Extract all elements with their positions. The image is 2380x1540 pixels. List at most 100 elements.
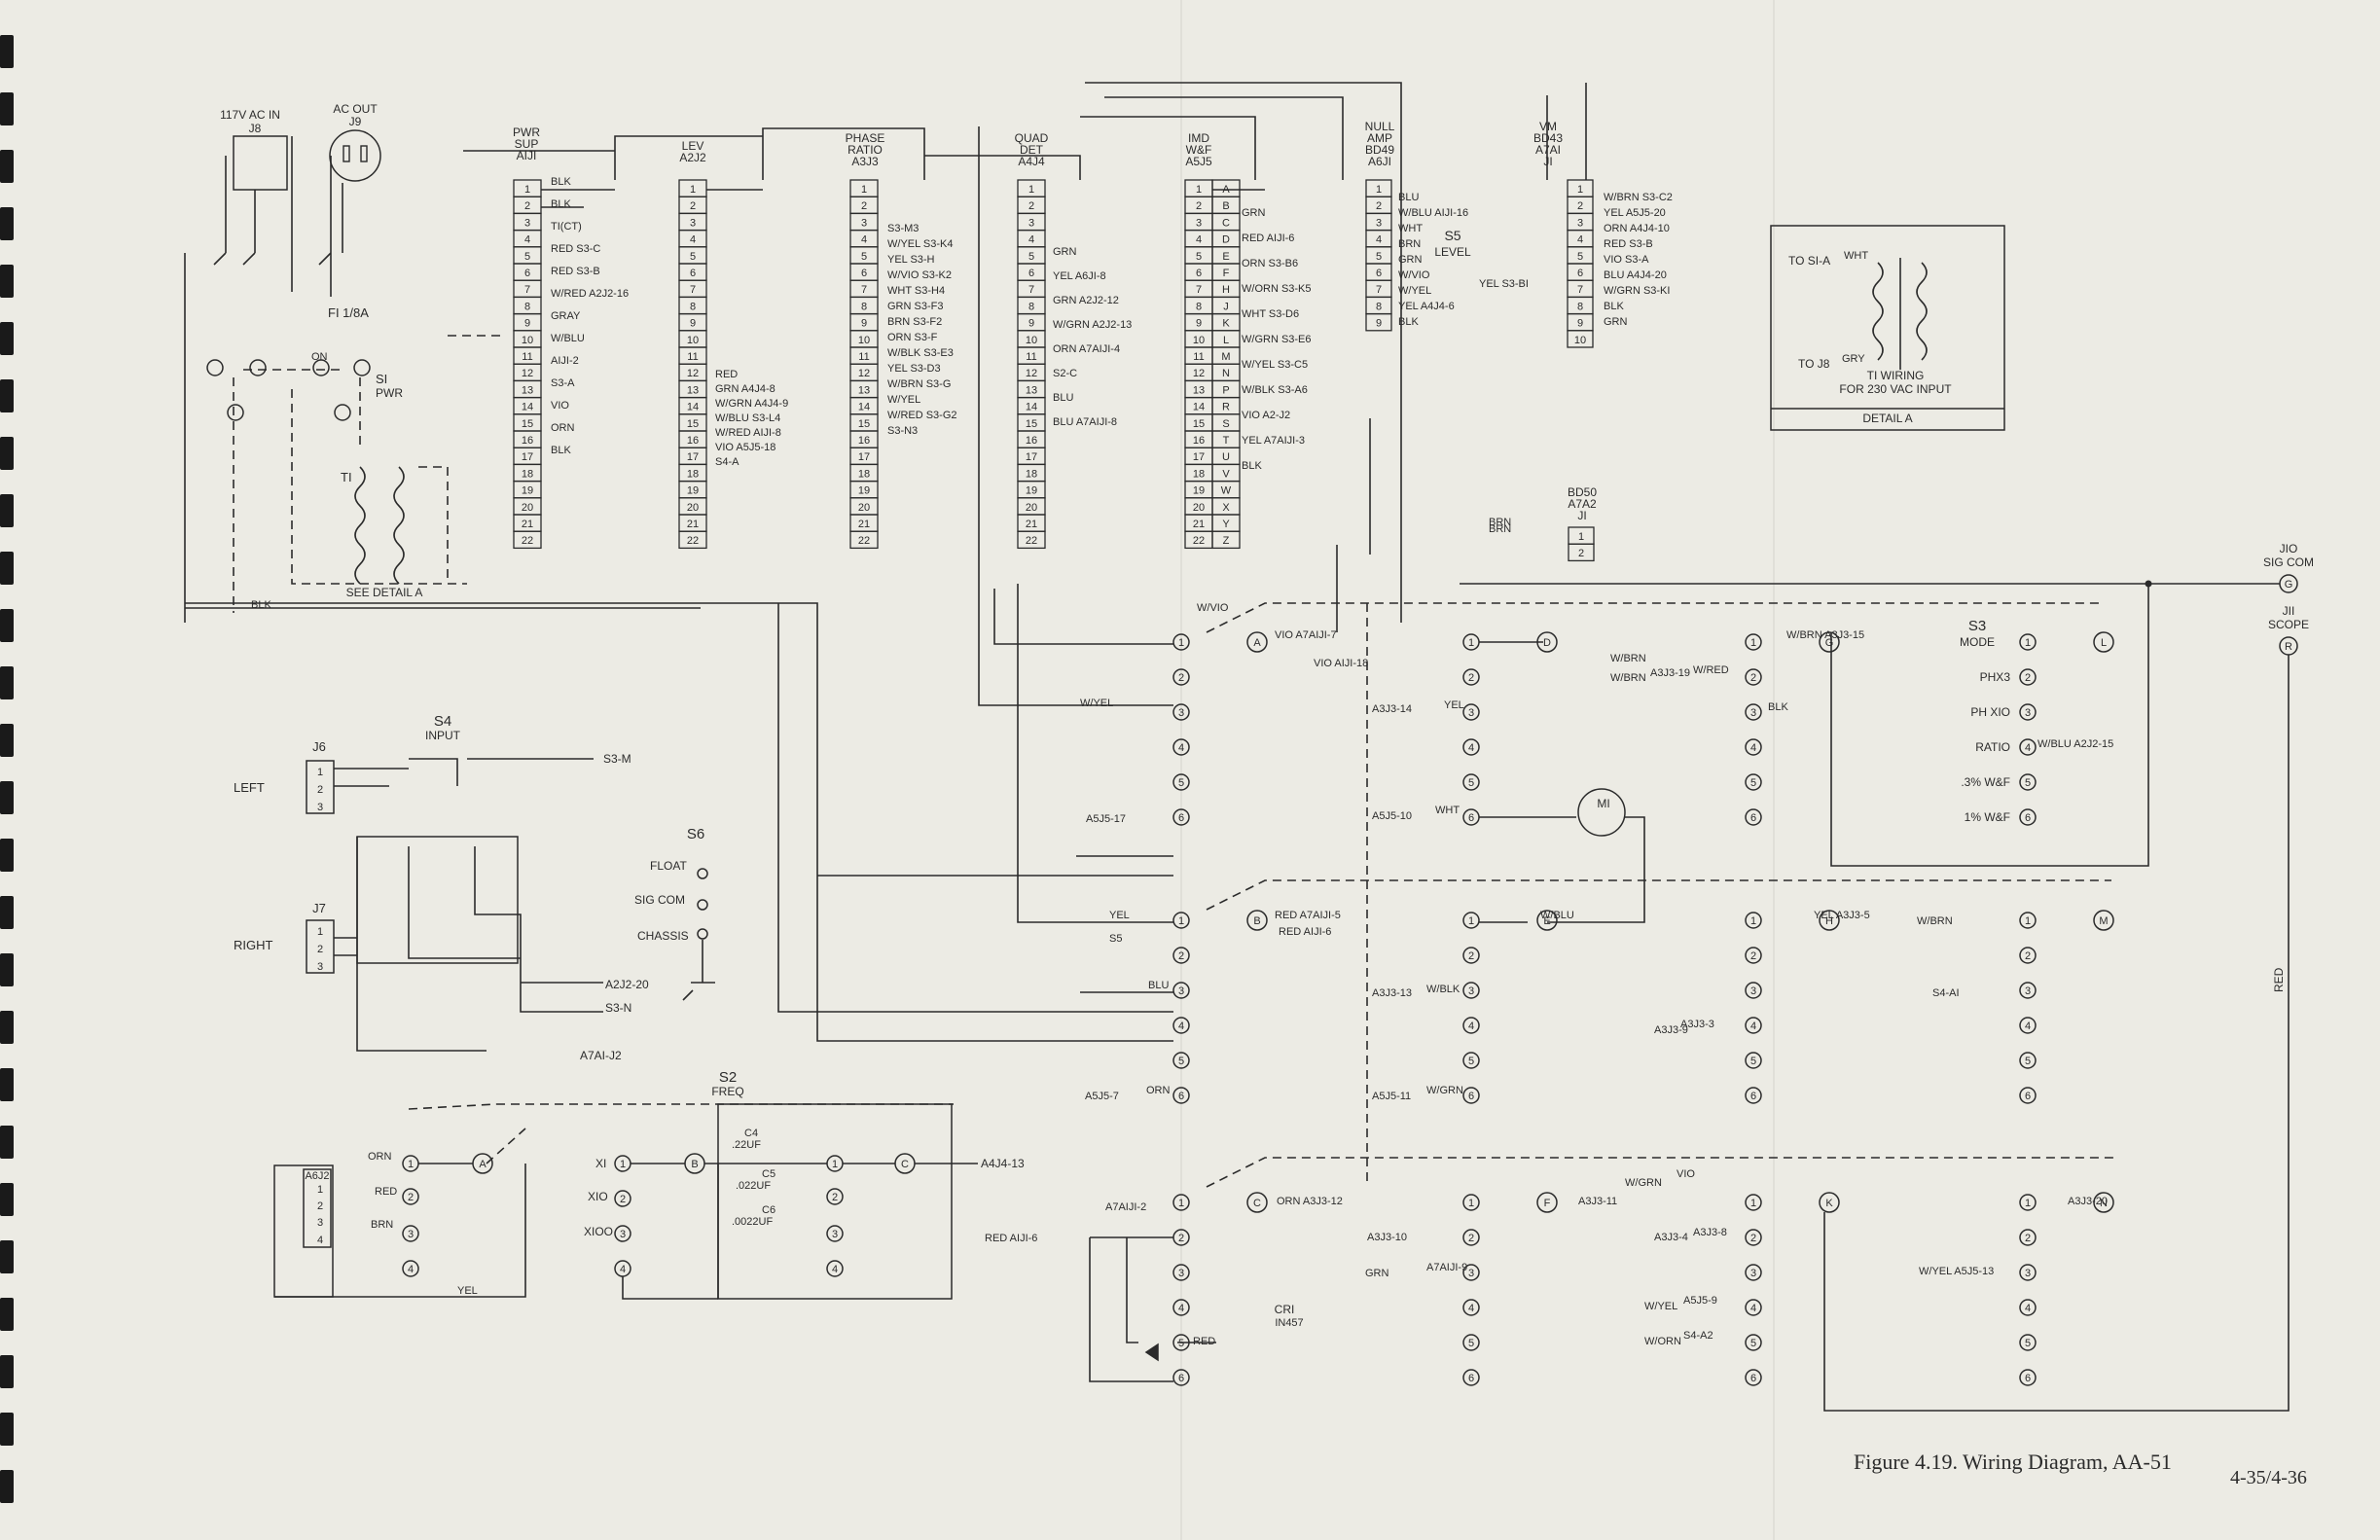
quad-wire-label: ORN A7AIJI-4	[1053, 343, 1120, 355]
terminal-number: 4	[1468, 1021, 1474, 1032]
pin-letter: E	[1222, 251, 1229, 263]
terminal-circle	[249, 359, 267, 376]
deck-wire-label: W/YEL	[1644, 1301, 1677, 1312]
switch-deck-terminal	[1745, 738, 1762, 756]
detail-a-note: FOR 230 VAC INPUT	[1839, 382, 1952, 396]
switch-label: PWR	[376, 386, 403, 400]
pin-number: 16	[687, 435, 699, 447]
pin-number: 5	[524, 251, 530, 263]
pin-number: 9	[1028, 318, 1034, 330]
pin-number: 8	[861, 301, 867, 312]
switch-deck-terminal	[1172, 668, 1190, 686]
switch-deck-terminal	[1172, 1087, 1190, 1104]
figure-caption: Figure 4.19. Wiring Diagram, AA-51	[1854, 1450, 2172, 1474]
switch-deck-terminal	[1172, 633, 1190, 651]
deck-wire-label: W/YEL A5J5-13	[1919, 1266, 1994, 1277]
switch-deck-terminal	[1745, 808, 1762, 826]
binding-hole	[0, 839, 14, 872]
terminal-number: 1	[1750, 915, 1756, 927]
deck-wire-label: W/BRN	[1610, 672, 1646, 684]
pin-number: 3	[1028, 217, 1034, 229]
switch-deck-terminal	[1462, 773, 1480, 791]
terminal-number: 1	[1178, 915, 1184, 927]
deck-wire-label: A5J5-17	[1086, 813, 1126, 825]
switch-deck-terminal	[1172, 1017, 1190, 1034]
vm-wire-label: W/BRN S3-C2	[1604, 192, 1673, 203]
deck-wire-label: A3J3-14	[1372, 703, 1412, 715]
deck-wire-label: W/VIO	[1197, 602, 1229, 614]
switch-deck-terminal	[1745, 1369, 1762, 1386]
terminal-number: 2	[2025, 1233, 2031, 1244]
binding-hole	[0, 1413, 14, 1446]
pin-letter: M	[1221, 351, 1230, 363]
binding-hole	[0, 1298, 14, 1331]
deck-wire-label: A3J3-20	[2068, 1196, 2108, 1207]
terminal-number: 1	[1750, 1198, 1756, 1209]
vm-wire-label: W/GRN S3-KI	[1604, 285, 1670, 297]
terminal-number: 4	[1468, 1303, 1474, 1314]
pin-letter: K	[1222, 318, 1230, 330]
pin-number: 6	[1028, 268, 1034, 279]
switch-deck-terminal	[1745, 668, 1762, 686]
switch-deck-terminal	[1745, 1052, 1762, 1069]
power-wire	[213, 136, 343, 297]
pin-number: 12	[687, 368, 699, 379]
pin-letter: T	[1223, 435, 1230, 447]
pin-number: 7	[1196, 284, 1202, 296]
pin-letter: U	[1222, 451, 1230, 463]
s4-wire-label: S3-M	[603, 752, 631, 766]
s4-wire-label: S3-N	[605, 1001, 631, 1015]
deck-wire-label: A5J5-9	[1683, 1295, 1717, 1307]
switch-wiper	[1819, 910, 1840, 931]
s6-ground	[682, 940, 715, 1001]
pwr-sup-wire-label: BLK	[551, 445, 571, 456]
detail-a-title: DETAIL A	[1862, 412, 1912, 425]
switch-wiper-letter: M	[2099, 915, 2108, 927]
pin-number: 1	[1028, 184, 1034, 196]
trunk-wire	[541, 189, 1265, 208]
pin-number: 14	[1193, 402, 1205, 413]
quad-wire-label: YEL A6JI-8	[1053, 270, 1106, 282]
terminal-number: 6	[1750, 1091, 1756, 1102]
terminal-number: 1	[2025, 1198, 2031, 1209]
connector-pin	[1211, 530, 1241, 550]
null-amp-wire-label: WHT	[1398, 223, 1423, 234]
phase-wire-label: W/YEL	[887, 394, 920, 406]
pin-number: 10	[687, 335, 699, 346]
switch-terminal	[826, 1260, 844, 1277]
switch-deck-terminal	[2019, 668, 2037, 686]
terminal-number: 2	[1178, 672, 1184, 684]
imd-wire-label: W/YEL S3-C5	[1242, 359, 1308, 371]
switch-wiper-letter: D	[1543, 637, 1551, 649]
switch-deck-terminal	[2019, 1052, 2037, 1069]
deck-wire-label: W/BRN A3J3-15	[1786, 629, 1864, 641]
pin-number: 6	[1376, 268, 1382, 279]
terminal-number: 1	[408, 1159, 414, 1170]
switch-deck-terminal	[2019, 1334, 2037, 1351]
terminal-number: 4	[1750, 1303, 1756, 1314]
binding-hole	[0, 265, 14, 298]
switch-deck-terminal	[1745, 1087, 1762, 1104]
deck-wire-label: A3J3-3	[1680, 1019, 1714, 1030]
binding-hole	[0, 92, 14, 125]
pin-number: 5	[1376, 251, 1382, 263]
switch-deck-terminal	[1172, 982, 1190, 999]
null-amp-wire-label: BRN	[1398, 238, 1421, 250]
switch-wiper	[2093, 910, 2114, 931]
terminal-number: 3	[1178, 1268, 1184, 1279]
trunk-wire	[463, 82, 1587, 632]
lev-wire-label: W/RED AIJI-8	[715, 427, 781, 439]
connector-pin	[1017, 530, 1046, 550]
deck-wire-label: BRN	[1489, 517, 1511, 528]
pin-number: 2	[1577, 200, 1583, 212]
terminal-number: 4	[2025, 1303, 2031, 1314]
switch-deck-terminal	[1745, 1299, 1762, 1316]
jack-label: JIO	[2280, 542, 2298, 555]
pin-number: 10	[1193, 335, 1205, 346]
pin-number: 15	[687, 418, 699, 430]
pin-number: 7	[690, 284, 696, 296]
connector-title: A7AI	[1535, 143, 1561, 157]
connector-title: BD49	[1365, 143, 1394, 157]
